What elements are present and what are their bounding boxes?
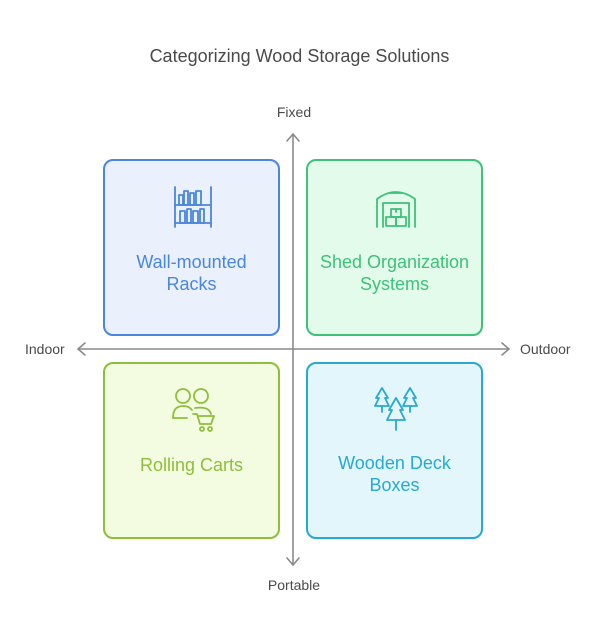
- axis-label-fixed: Fixed: [276, 104, 312, 120]
- arrow-right: [501, 342, 510, 356]
- axis-label-outdoor: Outdoor: [520, 341, 571, 357]
- warehouse-icon: [376, 191, 416, 228]
- quadrant-label: Shed Organization Systems: [319, 252, 470, 294]
- axis-label-portable: Portable: [267, 577, 321, 593]
- quadrant-shed-organization-systems: Shed Organization Systems: [306, 159, 483, 336]
- quadrant-label: Wall-mounted Racks: [136, 252, 247, 294]
- quadrant-wooden-deck-boxes: Wooden Deck Boxes: [306, 362, 483, 539]
- quadrant-label: Wooden Deck Boxes: [338, 453, 451, 495]
- arrow-down: [286, 557, 300, 566]
- axis-label-indoor: Indoor: [25, 341, 65, 357]
- trees-icon: [374, 387, 418, 431]
- arrow-up: [286, 133, 300, 142]
- quadrant-wall-mounted-racks: Wall-mounted Racks: [103, 159, 280, 336]
- quadrant-label: Rolling Carts: [139, 455, 244, 475]
- quadrant-rolling-carts: Rolling Carts: [103, 362, 280, 539]
- bookshelf-icon: [174, 186, 212, 228]
- diagram-title: Categorizing Wood Storage Solutions: [149, 46, 450, 66]
- arrow-left: [77, 342, 86, 356]
- people-cart-icon: [172, 388, 215, 432]
